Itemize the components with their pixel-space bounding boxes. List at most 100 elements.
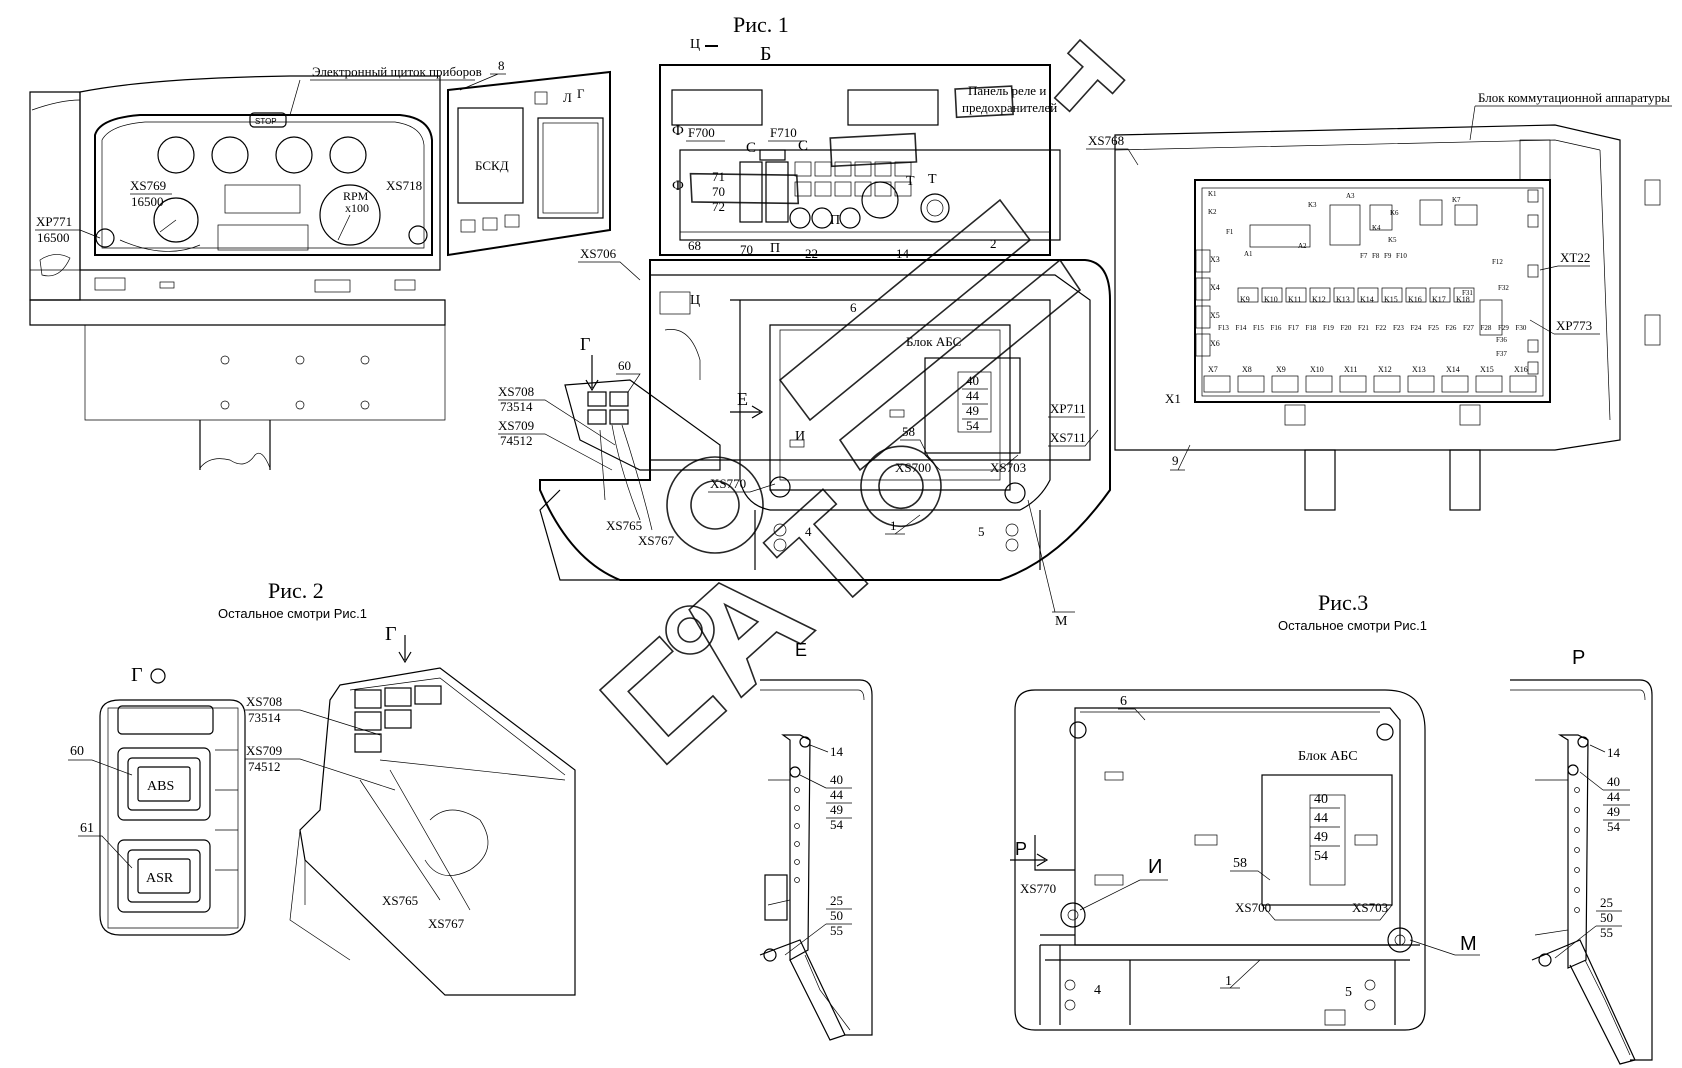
bskd-label: БСКД bbox=[475, 158, 509, 173]
fig1-labels: Электронный щиток приборов 8 Панель реле… bbox=[35, 37, 1672, 629]
connector-label: X4 bbox=[1210, 283, 1220, 292]
connector-body bbox=[1339, 375, 1367, 393]
num-40-viewp: 40 bbox=[1607, 774, 1620, 789]
num-49-viewp: 49 bbox=[1607, 804, 1620, 819]
conn-xs708-n-fig2: 73514 bbox=[248, 710, 281, 725]
relay-slot bbox=[1453, 287, 1475, 303]
conn-xp771-n: 16500 bbox=[37, 230, 70, 245]
connector-label: X15 bbox=[1480, 365, 1494, 374]
relay-slot bbox=[1357, 287, 1379, 303]
num-1-fig3: 1 bbox=[1225, 974, 1232, 989]
relay-block bbox=[1479, 299, 1503, 336]
num-70: 70 bbox=[712, 184, 725, 199]
num-14-viewp: 14 bbox=[1607, 745, 1621, 760]
num-60-fig2: 60 bbox=[70, 744, 84, 759]
relay-slot bbox=[1333, 287, 1355, 303]
conn-xs765-fig2: XS765 bbox=[382, 893, 418, 908]
num-44-fig1: 44 bbox=[966, 388, 980, 403]
num-2: 2 bbox=[990, 236, 997, 251]
num-50-viewp: 50 bbox=[1600, 910, 1613, 925]
abs-asr-switch-area-fig1 bbox=[564, 379, 721, 531]
fig3-subtitle: Остальное смотри Рис.1 bbox=[1278, 618, 1427, 633]
conn-xs770-fig1: XS770 bbox=[710, 476, 746, 491]
view-m-fig1: М bbox=[1055, 614, 1068, 629]
conn-xs703-fig3: XS703 bbox=[1352, 900, 1388, 915]
fuse-label: F28 bbox=[1481, 324, 1492, 332]
connector-body bbox=[1195, 333, 1211, 357]
connector-label: X7 bbox=[1208, 365, 1218, 374]
view-e-fig1: Е bbox=[737, 389, 748, 409]
num-9: 9 bbox=[1172, 453, 1179, 468]
connector-label: X16 bbox=[1514, 365, 1528, 374]
conn-xp711: XP711 bbox=[1050, 401, 1086, 416]
stop-label: STOP bbox=[255, 117, 277, 126]
fuse-label: F15 bbox=[1253, 324, 1264, 332]
fuse-label: F23 bbox=[1393, 324, 1404, 332]
view-f-2: Ф bbox=[672, 178, 684, 194]
fuse-label: F26 bbox=[1446, 324, 1457, 332]
view-t-2: Т bbox=[928, 172, 937, 187]
fuse-label: F20 bbox=[1341, 324, 1352, 332]
connector-body bbox=[1509, 375, 1537, 393]
relay-block bbox=[1369, 204, 1393, 231]
view-g-top: Г bbox=[577, 86, 585, 101]
conn-xs767-fig1: XS767 bbox=[638, 533, 675, 548]
conn-xs768: XS768 bbox=[1088, 133, 1124, 148]
fuse-label: F14 bbox=[1236, 324, 1247, 332]
fuse-label: F30 bbox=[1516, 324, 1527, 332]
relay-label: K11 bbox=[1288, 295, 1301, 304]
connector-label: X12 bbox=[1378, 365, 1392, 374]
connector-label: X10 bbox=[1310, 365, 1324, 374]
component-label: K6 bbox=[1390, 209, 1399, 217]
component-label: K2 bbox=[1208, 208, 1217, 216]
view-p: Р 14 40 44 49 54 25 50 55 bbox=[1510, 647, 1653, 1065]
relay-slot bbox=[1261, 287, 1283, 303]
num-5-fig1: 5 bbox=[978, 524, 985, 539]
conn-xs706: XS706 bbox=[580, 246, 617, 261]
conn-xs708-fig2: XS708 bbox=[246, 694, 282, 709]
conn-xs700-fig3: XS700 bbox=[1235, 900, 1271, 915]
conn-xp773: XP773 bbox=[1556, 318, 1592, 333]
num-6-fig3: 6 bbox=[1120, 694, 1127, 709]
connector-label: X3 bbox=[1210, 255, 1220, 264]
component-label: F31 bbox=[1462, 289, 1473, 297]
num-25-viewp: 25 bbox=[1600, 895, 1613, 910]
component-label: F8 bbox=[1372, 252, 1380, 260]
view-s-1: С bbox=[746, 140, 756, 156]
fuse-label: F24 bbox=[1411, 324, 1422, 332]
label-relay-panel-2: предохранителей bbox=[962, 100, 1057, 115]
num-8: 8 bbox=[498, 58, 505, 73]
relay-label: K16 bbox=[1408, 295, 1422, 304]
connector-body bbox=[1271, 375, 1299, 393]
relay-label: K14 bbox=[1360, 295, 1374, 304]
relay-slot bbox=[1429, 287, 1451, 303]
view-t-1: Т bbox=[906, 174, 915, 189]
component-label: K7 bbox=[1452, 196, 1461, 204]
relay-label: K10 bbox=[1264, 295, 1278, 304]
connector-label: X8 bbox=[1242, 365, 1252, 374]
num-4-fig3: 4 bbox=[1094, 983, 1101, 998]
view-b: Б bbox=[760, 43, 771, 65]
label-abs-fig1: Блок АБС bbox=[906, 334, 961, 349]
num-14-top: 14 bbox=[896, 246, 910, 261]
num-25-viewe: 25 bbox=[830, 893, 843, 908]
num-14-viewe: 14 bbox=[830, 744, 844, 759]
view-p-1: П bbox=[770, 241, 780, 256]
num-40-fig3: 40 bbox=[1314, 792, 1328, 807]
fig2-title: Рис. 2 bbox=[268, 578, 324, 603]
component-label: F37 bbox=[1496, 350, 1507, 358]
num-49-viewe: 49 bbox=[830, 802, 843, 817]
connector-label: X13 bbox=[1412, 365, 1426, 374]
conn-xs709-fig2: XS709 bbox=[246, 743, 282, 758]
connector-label: X5 bbox=[1210, 311, 1220, 320]
num-49-fig1: 49 bbox=[966, 403, 979, 418]
fuse-label: F25 bbox=[1428, 324, 1439, 332]
label-relay-panel-1: Панель реле и bbox=[968, 83, 1046, 98]
label-switch-block: Блок коммутационной аппаратуры bbox=[1478, 90, 1670, 105]
num-40-viewe: 40 bbox=[830, 772, 843, 787]
conn-xs708-n-fig1: 73514 bbox=[500, 399, 533, 414]
view-r-title: Р bbox=[1572, 647, 1585, 669]
conn-xs709-n-fig1: 74512 bbox=[500, 433, 533, 448]
